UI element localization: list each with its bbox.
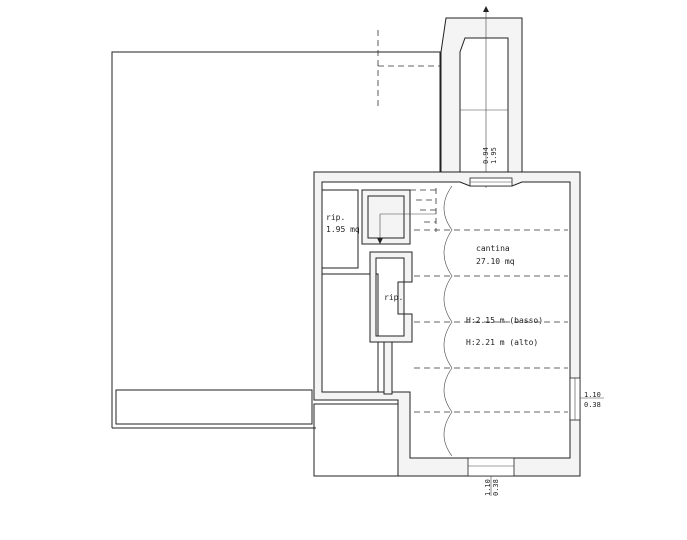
left-lower-storage	[321, 273, 379, 393]
cantina-name: cantina	[476, 244, 510, 253]
rip-upper-area: 1.95 mq	[326, 225, 360, 234]
bottom-window	[467, 457, 515, 496]
right-window	[569, 377, 604, 421]
cantina-area: 27.10 mq	[476, 257, 515, 266]
right-window-dim-2: 0.38	[584, 401, 601, 409]
stair	[361, 188, 437, 245]
top-window-dim-1: 0.94	[482, 147, 490, 164]
cantina-height-low: H:2.15 m (basso)	[466, 316, 543, 325]
bottom-window-dim-1: 1.10	[484, 479, 492, 496]
rip-upper-room	[321, 189, 359, 269]
right-window-dim-1: 1.10	[584, 391, 601, 399]
vault-lines	[414, 185, 568, 457]
adjacent-building-outline	[111, 30, 441, 429]
rip-upper-name: rip.	[326, 213, 345, 222]
wall-stub	[383, 341, 393, 395]
rip-center-name: rip.	[384, 293, 403, 302]
light-shaft	[440, 6, 523, 188]
bottom-left-block	[313, 403, 399, 477]
top-window	[469, 177, 513, 187]
cantina-height-high: H:2.21 m (alto)	[466, 338, 538, 347]
top-window-dim-2: 1.95	[490, 147, 498, 164]
bottom-window-dim-2: 0.38	[492, 479, 500, 496]
